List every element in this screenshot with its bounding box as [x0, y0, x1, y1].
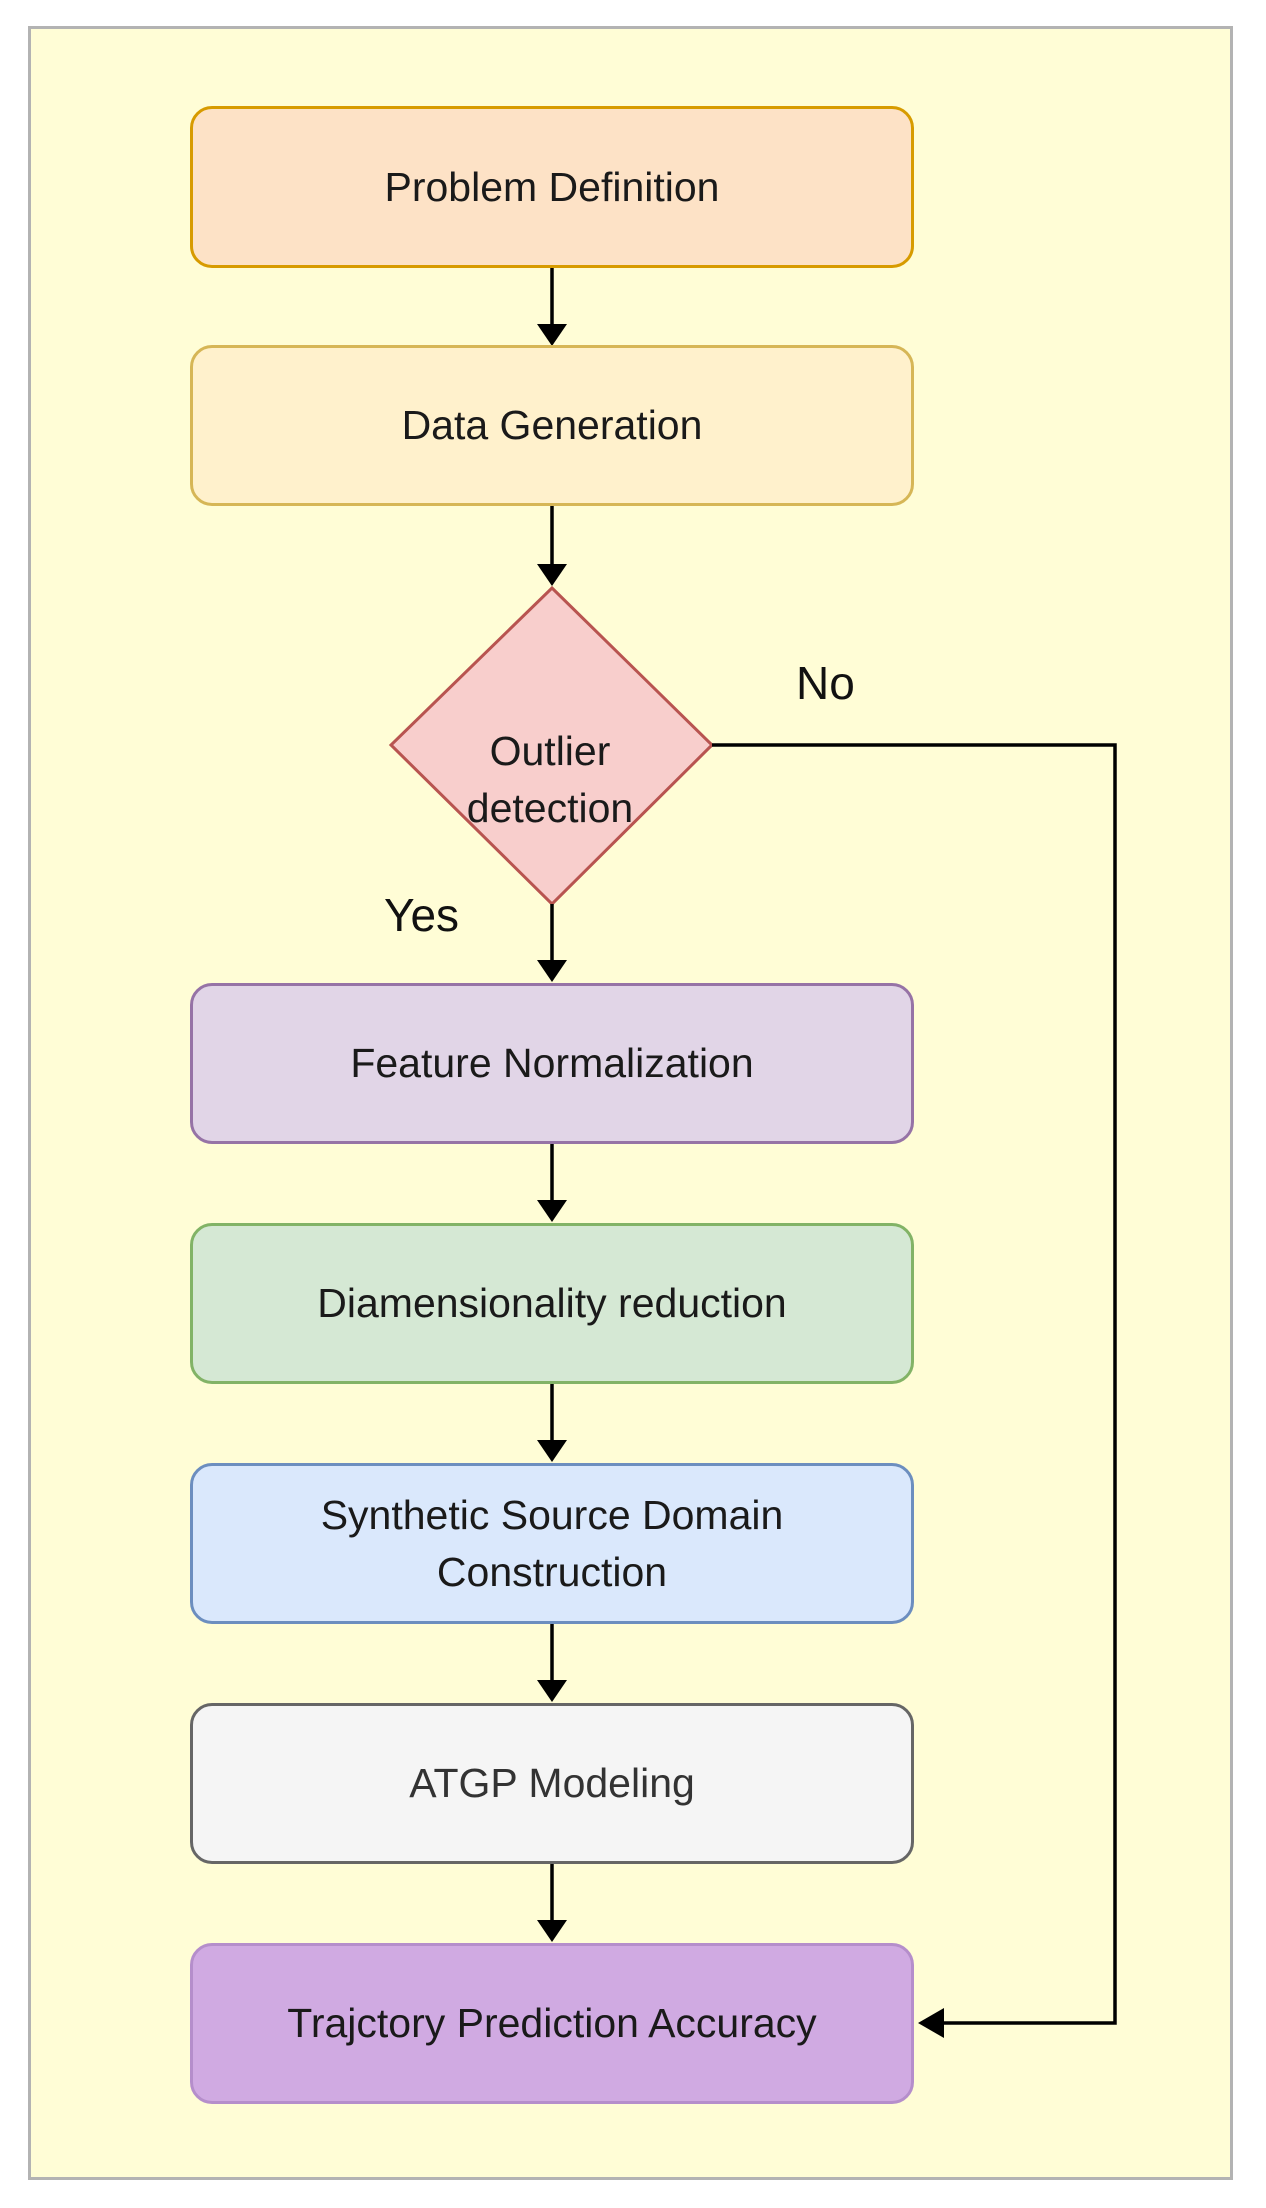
arrowhead-data-to-outlier [537, 564, 567, 586]
arrowhead-outlier-to-feature [537, 960, 567, 982]
arrow-no-branch [712, 743, 1117, 2025]
yes-label-text: Yes [384, 889, 460, 941]
synthetic-source-node[interactable]: Synthetic Source Domain Construction [190, 1463, 914, 1624]
data-generation-node[interactable]: Data Generation [190, 345, 914, 506]
synthetic-source-label: Synthetic Source Domain Construction [320, 1491, 784, 1595]
arrowhead-atgp-to-trajectory [537, 1920, 567, 1942]
problem-definition-label: Problem Definition [384, 163, 720, 210]
dimensionality-reduction-label: Diamensionality reduction [317, 1280, 787, 1327]
feature-normalization-node[interactable]: Feature Normalization [190, 983, 914, 1144]
arrowhead-no-branch [918, 2008, 944, 2038]
atgp-modeling-label: ATGP Modeling [409, 1760, 695, 1807]
arrowhead-problem-to-data [537, 324, 567, 346]
yes-edge-label: Yes [384, 888, 459, 942]
trajectory-accuracy-node[interactable]: Trajctory Prediction Accuracy [190, 1943, 914, 2104]
data-generation-label: Data Generation [401, 402, 703, 449]
arrowhead-dimension-to-synthetic [537, 1440, 567, 1462]
atgp-modeling-node[interactable]: ATGP Modeling [190, 1703, 914, 1864]
no-edge-label: No [796, 656, 855, 710]
outlier-detection-label-box: Outlier detection [390, 680, 710, 880]
arrowhead-feature-to-dimension [537, 1200, 567, 1222]
feature-normalization-label: Feature Normalization [350, 1040, 754, 1087]
dimensionality-reduction-node[interactable]: Diamensionality reduction [190, 1223, 914, 1384]
outlier-detection-label: Outlier detection [466, 728, 634, 831]
problem-definition-node[interactable]: Problem Definition [190, 106, 914, 268]
trajectory-accuracy-label: Trajctory Prediction Accuracy [287, 2000, 817, 2047]
arrowhead-synthetic-to-atgp [537, 1680, 567, 1702]
no-label-text: No [796, 657, 855, 709]
